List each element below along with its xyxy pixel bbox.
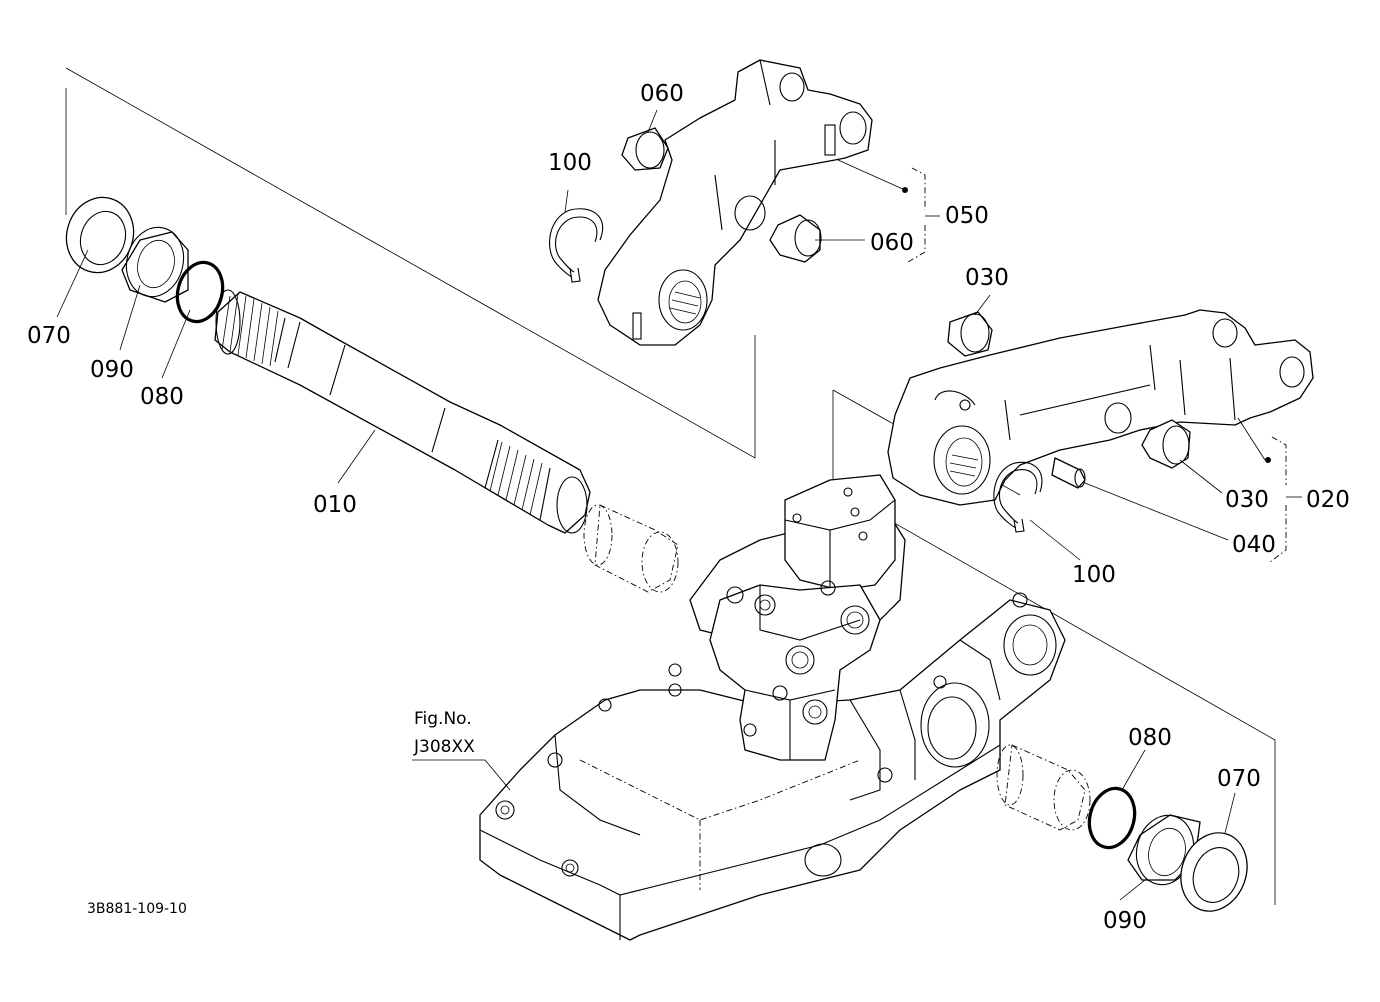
leader-lines (56, 109, 1266, 901)
snap-ring-upper (549, 208, 604, 283)
figure-reference: Fig.No. J308XX (413, 709, 475, 757)
spline-teeth-right (489, 441, 543, 516)
thrust-washer-right (1180, 832, 1248, 912)
bushing-060-upper (621, 127, 669, 171)
figure-ref-line2: J308XX (413, 737, 475, 757)
snap-ring-right (993, 461, 1043, 533)
o-ring-left (175, 260, 225, 324)
drawing-code: 3B881-109-10 (87, 901, 187, 917)
figure-ref-line1: Fig.No. (414, 709, 472, 729)
label-010: 010 (313, 492, 357, 518)
label-060-lower: 060 (870, 230, 914, 256)
label-090-right: 090 (1103, 908, 1147, 934)
label-070-right: 070 (1217, 766, 1261, 792)
shaft-bushing-right (996, 744, 1091, 831)
label-080-left: 080 (140, 384, 184, 410)
label-040: 040 (1232, 532, 1276, 558)
part-labels: 010 020 030 030 040 050 060 060 070 070 … (27, 81, 1350, 934)
pin-040 (1051, 457, 1086, 489)
label-100-lower: 100 (1072, 562, 1116, 588)
hydraulic-housing (479, 474, 1066, 941)
label-020: 020 (1306, 487, 1350, 513)
label-060-upper: 060 (640, 81, 684, 107)
lift-shaft (214, 289, 591, 534)
label-030-upper: 030 (965, 265, 1009, 291)
label-070-left: 070 (27, 323, 71, 349)
shaft-bushing-left (583, 504, 679, 593)
label-050: 050 (945, 203, 989, 229)
label-030-lower: 030 (1225, 487, 1269, 513)
assembly-bracket-050 (902, 167, 940, 263)
lift-arm-right (887, 309, 1314, 506)
o-ring-right (1087, 786, 1137, 850)
bushing-060-lower (769, 214, 822, 263)
bushing-030-upper (947, 311, 993, 357)
label-090-left: 090 (90, 357, 134, 383)
spline-teeth-left (221, 293, 279, 367)
label-080-right: 080 (1128, 725, 1172, 751)
bushing-030-lower (1141, 419, 1191, 469)
lift-arm-upper (597, 59, 873, 346)
assembly-bracket-020 (1265, 436, 1302, 563)
label-100-upper: 100 (548, 150, 592, 176)
